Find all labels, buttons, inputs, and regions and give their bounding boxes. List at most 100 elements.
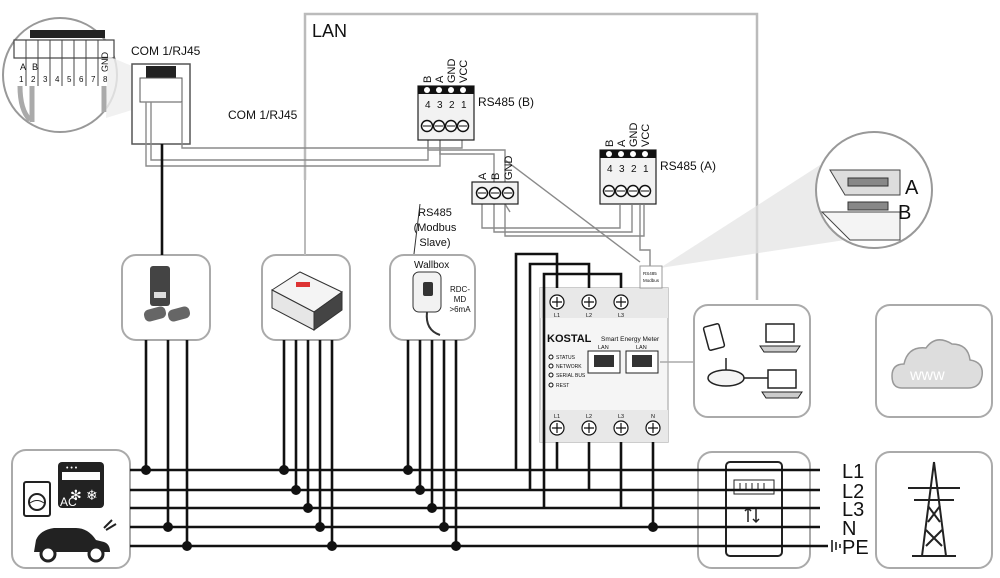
meter-bottom-term: L1 <box>554 414 560 420</box>
terminal-modbus-slave <box>471 181 519 205</box>
rs485-modbus-port <box>639 265 663 289</box>
rj45-pin-number: 7 <box>91 75 96 84</box>
rs485-modbus-tag: RS485 <box>643 271 657 276</box>
terminal-b-num: 3 <box>437 100 443 111</box>
meter-led-label: NETWORK <box>556 364 582 370</box>
terminal-a-num: 4 <box>607 164 613 175</box>
svg-text:✻: ✻ <box>70 488 82 504</box>
rj45-pin-letter: GND <box>100 52 110 73</box>
line-label-n: N <box>842 518 856 540</box>
tablet-icon <box>702 323 726 351</box>
meter-top-term: L1 <box>554 313 560 319</box>
lan-label: LAN <box>312 21 347 41</box>
ac-unit-icon: • • • ✻ ❄ <box>58 462 104 508</box>
rj45-pin-number: 6 <box>79 75 84 84</box>
meter-lan-port: LAN <box>598 345 609 351</box>
meter-top-term: L3 <box>618 313 624 319</box>
line-label-l2: L2 <box>842 481 864 503</box>
line-label-l3: L3 <box>842 499 864 521</box>
zoom-label-b: B <box>898 202 911 224</box>
power-wires <box>130 144 828 548</box>
terminal-b-pin: B <box>422 76 434 83</box>
rdc-label: >6mA <box>449 305 471 314</box>
terminal-a-num: 1 <box>643 164 649 175</box>
car-icon <box>34 519 117 563</box>
terminal-b-pin: VCC <box>458 60 470 83</box>
laptop-icon <box>759 323 801 353</box>
rj45-jack <box>131 63 191 145</box>
modbus-slave-label: RS485 <box>418 207 452 219</box>
rs485-modbus-tag: Modbus <box>643 278 660 283</box>
terminal-rs485-a <box>599 149 657 205</box>
meter-bottom-term: L3 <box>618 414 624 420</box>
terminal-b-num: 2 <box>449 100 455 111</box>
lan-frame <box>303 12 759 300</box>
ct-sensor-icon <box>143 266 191 322</box>
com-rj45-label-top: COM 1/RJ45 <box>131 44 201 58</box>
rj45-pin-number: 4 <box>55 75 60 84</box>
meter-name: Smart Energy Meter <box>601 336 660 343</box>
terminal-a-num: 2 <box>631 164 637 175</box>
rj45-pin-letter: A <box>20 62 26 72</box>
device-box-network <box>693 304 811 418</box>
ac-label: AC <box>60 495 77 509</box>
slave-pointer <box>412 203 421 263</box>
power-pylon-icon <box>908 461 960 557</box>
rj45-zoom-circle: A B GND 1 2 3 4 5 6 7 8 <box>2 17 118 133</box>
terminal-b-pin: GND <box>446 59 458 84</box>
terminal-a-pin: B <box>604 140 616 147</box>
laptop-icon <box>761 369 803 399</box>
meter-led-label: STATUS <box>556 355 576 361</box>
rj45-pin-number: 5 <box>67 75 72 84</box>
comm-wires <box>145 102 651 268</box>
modbus-slave-label: (Modbus <box>414 222 457 234</box>
meter-brand: KOSTAL <box>547 333 592 345</box>
zoom-label-a: A <box>905 177 919 199</box>
inverter-icon <box>271 271 343 331</box>
junction-dots <box>141 465 658 551</box>
com-rj45-label-mid: COM 1/RJ45 <box>228 108 298 122</box>
modbus-slave-label: Slave) <box>419 237 450 249</box>
rdc-label: RDC- <box>450 285 470 294</box>
terminal-b-num: 1 <box>461 100 467 111</box>
rs485-a-label: RS485 (A) <box>660 159 716 173</box>
rs485-b-label: RS485 (B) <box>478 95 534 109</box>
terminal-a-num: 3 <box>619 164 625 175</box>
terminal-slave-pin: A <box>477 172 489 180</box>
washer-icon <box>23 481 51 517</box>
meter-bottom-term: N <box>651 414 655 420</box>
svg-text:❄: ❄ <box>86 488 98 504</box>
rj45-pin-number: 1 <box>19 75 24 84</box>
terminal-slave-pin: GND <box>503 156 515 181</box>
meter-led-label: REST <box>556 383 569 389</box>
terminal-b-pin: A <box>434 75 446 83</box>
terminal-a-pin: VCC <box>640 124 652 147</box>
zoom-cone <box>660 165 845 268</box>
rj45-pin-number: 3 <box>43 75 48 84</box>
meter-led-label: SERIAL BUS <box>556 373 586 379</box>
ab-zoom-circle <box>815 131 933 249</box>
wallbox-icon <box>412 271 442 336</box>
terminal-a-pin: GND <box>628 123 640 148</box>
svg-text:• • •: • • • <box>66 465 78 472</box>
device-box-grid-pylon <box>875 451 993 569</box>
cloud-text: www <box>909 367 945 384</box>
rj45-pin-number: 8 <box>103 75 108 84</box>
meter-bottom-term: L2 <box>586 414 592 420</box>
meter-top-term: L2 <box>586 313 592 319</box>
meter-lan-port: LAN <box>636 345 647 351</box>
line-label-l1: L1 <box>842 461 864 483</box>
ground-icon <box>831 540 841 552</box>
rj45-pin-letter: B <box>32 62 38 72</box>
line-label-pe: PE <box>842 537 869 559</box>
smart-energy-meter <box>539 287 669 443</box>
rdc-label: MD <box>454 295 467 304</box>
cloud-icon <box>891 339 983 389</box>
wallbox-label: Wallbox <box>414 260 449 271</box>
terminal-a-pin: A <box>616 139 628 147</box>
terminal-b-num: 4 <box>425 100 431 111</box>
rj45-pin-number: 2 <box>31 75 36 84</box>
terminal-slave-pin: B <box>490 173 502 180</box>
terminal-rs485-b <box>417 85 475 141</box>
